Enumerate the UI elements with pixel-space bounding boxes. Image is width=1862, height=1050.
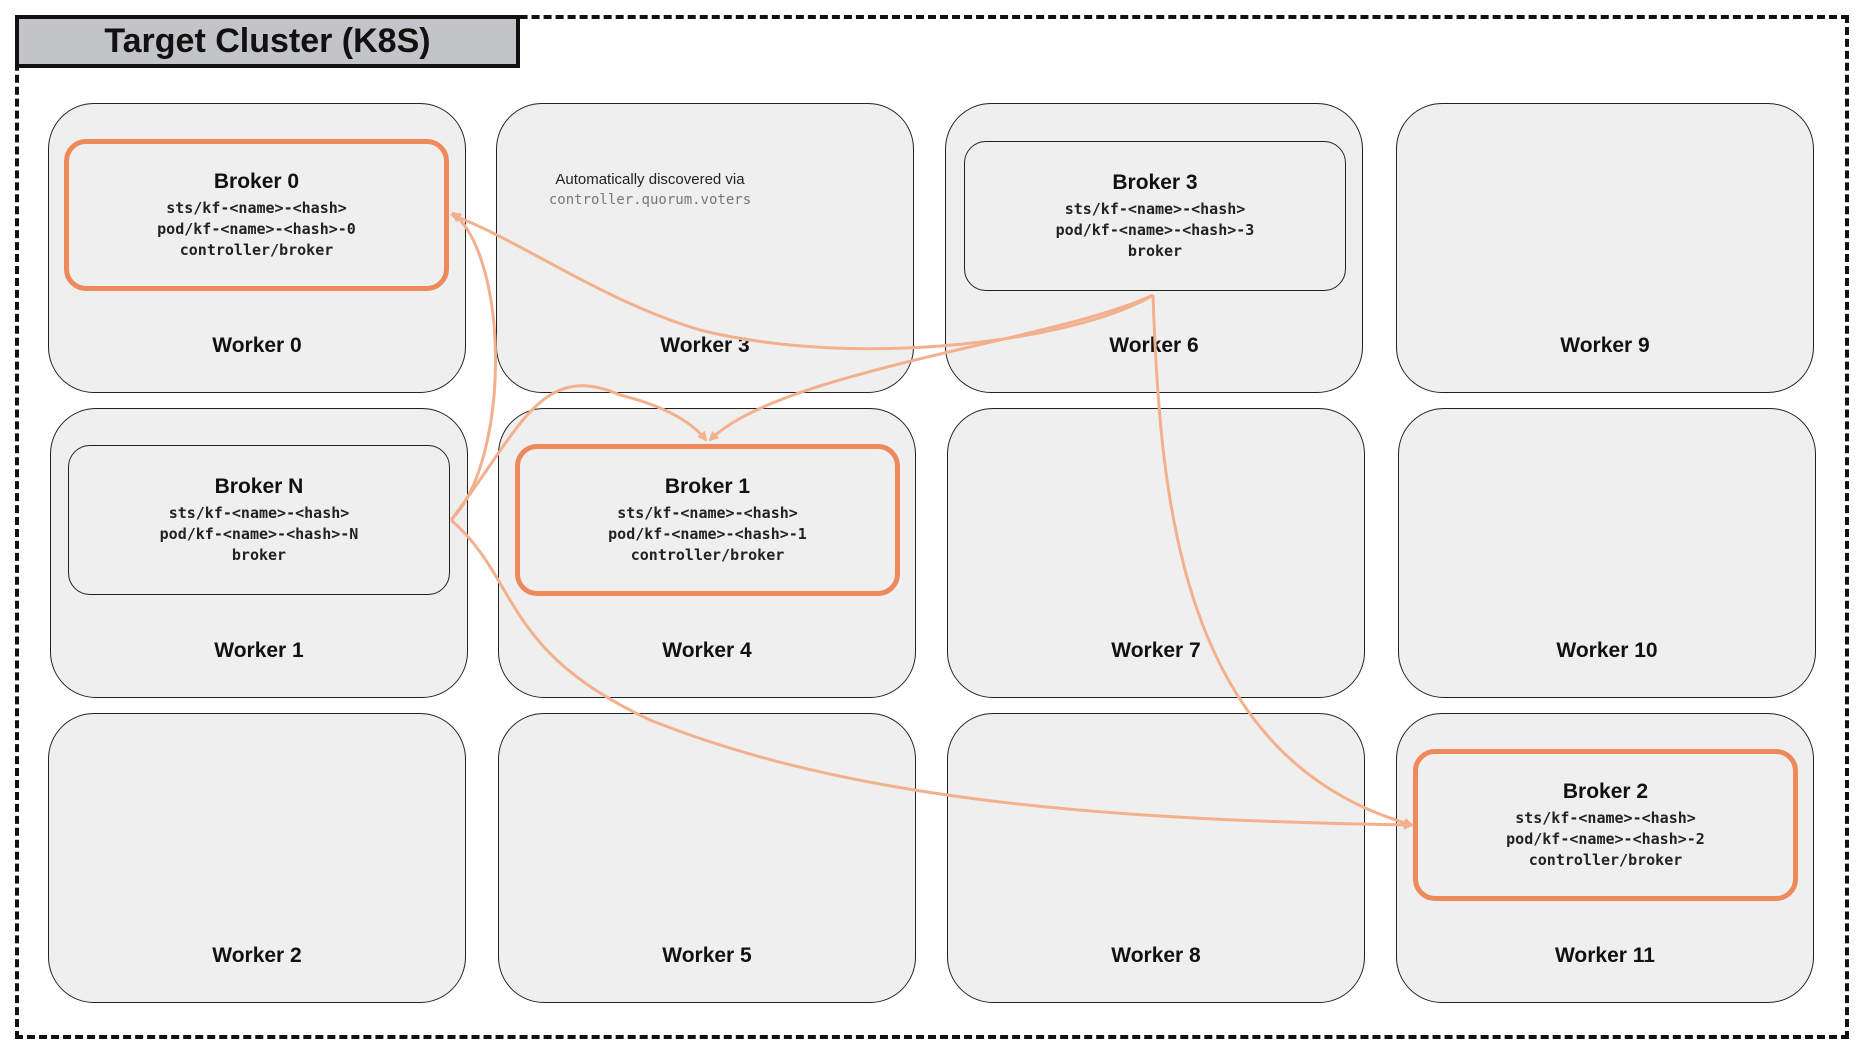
worker-label: Worker 4 bbox=[662, 639, 752, 662]
discovery-note-code: controller.quorum.voters bbox=[548, 192, 752, 208]
worker-2: Worker 2 bbox=[48, 713, 466, 1003]
broker-pod: pod/kf-<name>-<hash>-3 bbox=[1055, 220, 1255, 239]
worker-label: Worker 8 bbox=[1111, 944, 1201, 967]
broker-sts: sts/kf-<name>-<hash> bbox=[166, 198, 347, 217]
broker-name: Broker N bbox=[214, 474, 304, 498]
worker-label: Worker 1 bbox=[214, 639, 304, 662]
cluster-title: Target Cluster (K8S) bbox=[15, 15, 520, 68]
broker-1: Broker 1 sts/kf-<name>-<hash> pod/kf-<na… bbox=[515, 444, 900, 596]
worker-3: Worker 3 bbox=[496, 103, 914, 393]
worker-5: Worker 5 bbox=[498, 713, 916, 1003]
broker-2: Broker 2 sts/kf-<name>-<hash> pod/kf-<na… bbox=[1413, 749, 1798, 901]
discovery-note-text: Automatically discovered via bbox=[555, 171, 745, 188]
worker-label: Worker 2 bbox=[212, 944, 302, 967]
broker-name: Broker 2 bbox=[1562, 779, 1649, 803]
cluster-title-text: Target Cluster (K8S) bbox=[104, 22, 431, 60]
worker-10: Worker 10 bbox=[1398, 408, 1816, 698]
discovery-note: Automatically discovered via controller.… bbox=[530, 170, 770, 210]
broker-role: broker bbox=[1127, 241, 1183, 260]
broker-pod: pod/kf-<name>-<hash>-N bbox=[159, 524, 359, 543]
worker-label: Worker 0 bbox=[212, 334, 302, 357]
worker-label: Worker 11 bbox=[1554, 944, 1655, 967]
worker-label: Worker 5 bbox=[662, 944, 752, 967]
broker-role: controller/broker bbox=[630, 545, 785, 564]
broker-sts: sts/kf-<name>-<hash> bbox=[1064, 199, 1246, 218]
broker-n: Broker N sts/kf-<name>-<hash> pod/kf-<na… bbox=[68, 445, 450, 595]
broker-3: Broker 3 sts/kf-<name>-<hash> pod/kf-<na… bbox=[964, 141, 1346, 291]
worker-7: Worker 7 bbox=[947, 408, 1365, 698]
broker-pod: pod/kf-<name>-<hash>-1 bbox=[608, 524, 807, 543]
worker-label: Worker 9 bbox=[1560, 334, 1650, 357]
broker-role: broker bbox=[231, 545, 287, 564]
broker-role: controller/broker bbox=[1528, 850, 1683, 869]
broker-name: Broker 3 bbox=[1112, 170, 1198, 194]
worker-label: Worker 10 bbox=[1556, 639, 1658, 662]
broker-name: Broker 0 bbox=[213, 169, 300, 193]
broker-name: Broker 1 bbox=[664, 474, 751, 498]
broker-0: Broker 0 sts/kf-<name>-<hash> pod/kf-<na… bbox=[64, 139, 449, 291]
broker-sts: sts/kf-<name>-<hash> bbox=[1515, 808, 1696, 827]
worker-9: Worker 9 bbox=[1396, 103, 1814, 393]
worker-label: Worker 6 bbox=[1109, 334, 1199, 357]
broker-role: controller/broker bbox=[179, 240, 334, 259]
broker-sts: sts/kf-<name>-<hash> bbox=[617, 503, 798, 522]
cluster-boundary bbox=[15, 15, 1849, 1039]
broker-pod: pod/kf-<name>-<hash>-2 bbox=[1506, 829, 1705, 848]
worker-8: Worker 8 bbox=[947, 713, 1365, 1003]
broker-pod: pod/kf-<name>-<hash>-0 bbox=[157, 219, 356, 238]
worker-label: Worker 7 bbox=[1111, 639, 1201, 662]
broker-sts: sts/kf-<name>-<hash> bbox=[168, 503, 350, 522]
worker-label: Worker 3 bbox=[660, 334, 750, 357]
